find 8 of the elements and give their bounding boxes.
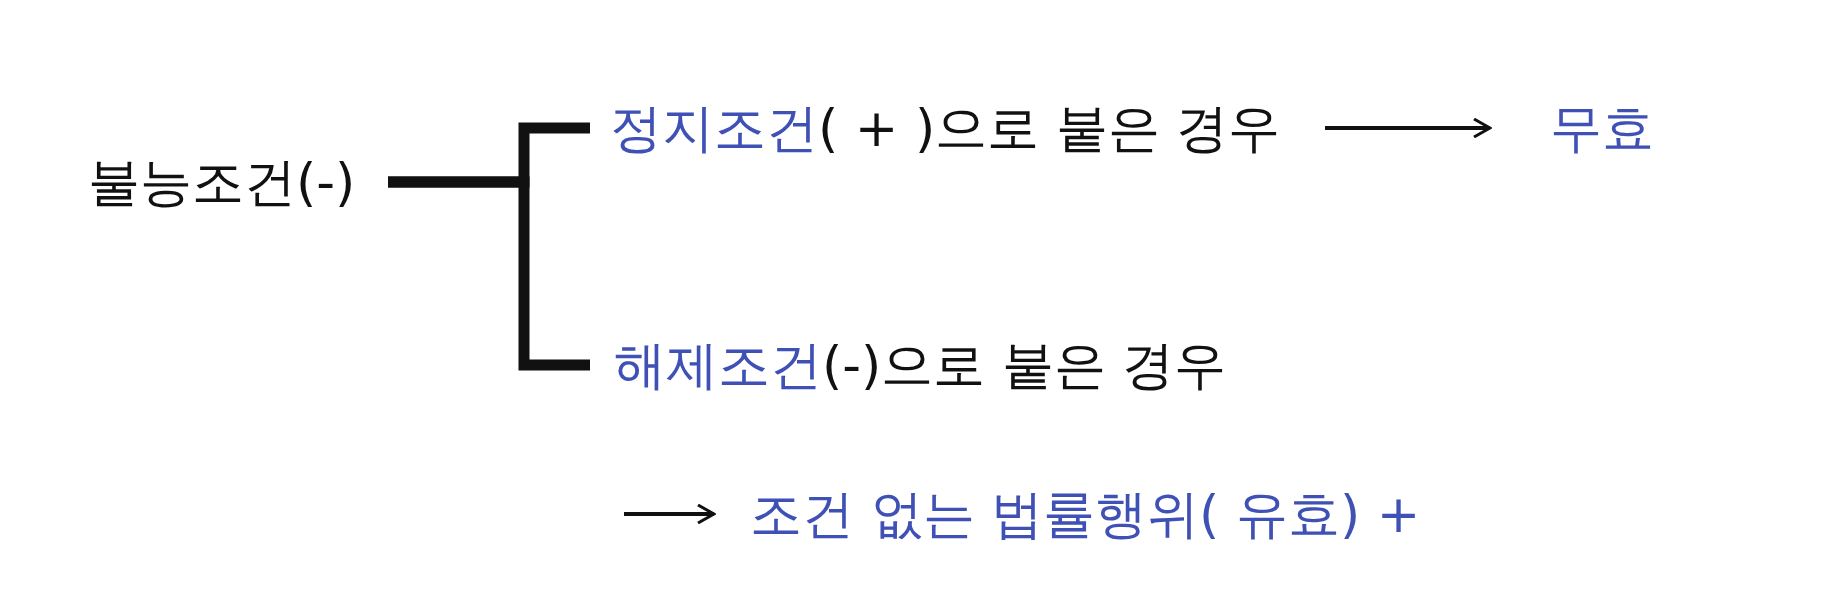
result-label: 조건 없는 법률행위( 유효) +	[750, 479, 1421, 549]
bracket-line	[388, 176, 590, 371]
result-label: 무효	[1550, 93, 1654, 163]
term-label: 불능조건(-)	[88, 147, 389, 217]
case-label: 해제조건(-)으로 붙은 경우	[590, 330, 1227, 400]
case-label: 정지조건( + )으로 붙은 경우	[590, 93, 1281, 163]
arrow	[624, 503, 716, 525]
arrow	[1325, 117, 1492, 139]
